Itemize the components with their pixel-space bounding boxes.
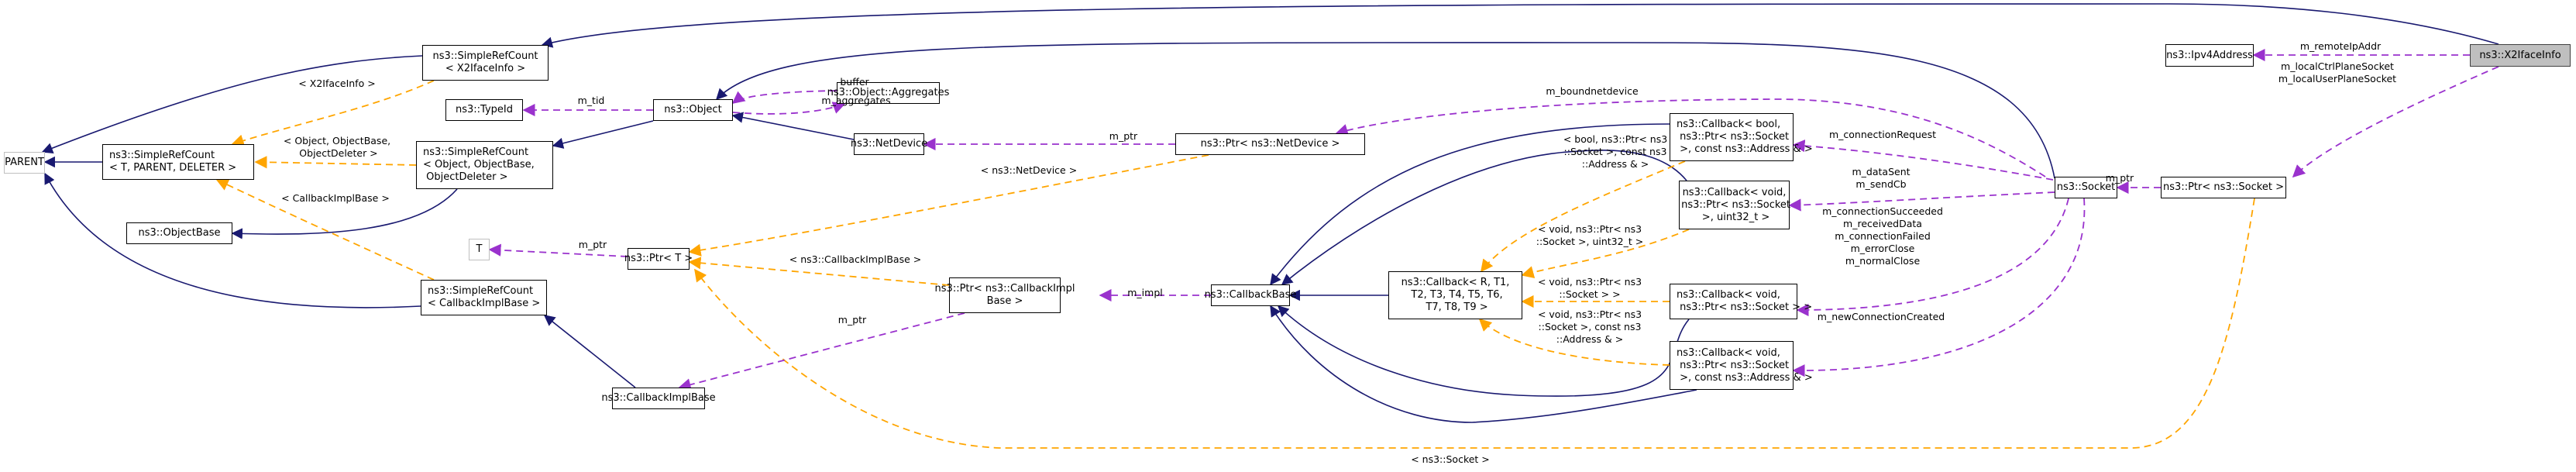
edge-label-socket-template: < ns3::Socket > [1411, 453, 1490, 465]
edge-object-to-aggregates [732, 102, 846, 115]
node-ipv4address[interactable]: ns3::Ipv4Address [2165, 44, 2254, 67]
edge-ptr_nd-to-ptr_t [688, 154, 1209, 257]
edge-src_x2-to-parent [41, 55, 423, 153]
edge-label-m-datasent: m_dataSent m_sendCb [1852, 166, 1911, 190]
node-object[interactable]: ns3::Object [653, 99, 733, 121]
edge-ptr_t-to-t [488, 243, 628, 257]
edge-ptr_cib-to-cib [678, 312, 965, 391]
node-callbackimplbase[interactable]: ns3::CallbackImplBase [601, 388, 716, 409]
edge-label-netdevice-m-ptr: m_ptr [1109, 130, 1138, 142]
edge-cb_addr-to-cb_tmpl [1478, 318, 1670, 366]
edge-label-callbackimplbase-template: < CallbackImplBase > [281, 192, 390, 204]
edge-socket-to-ptr_nd [1335, 98, 2046, 177]
edge-cb_bool-to-cb_tmpl [1481, 160, 1686, 273]
edge-socket-to-object [715, 42, 2055, 179]
edge-cib-to-src_cib [543, 315, 636, 388]
edge-ptr_sock-to-ptr_t [694, 198, 2255, 449]
edge-cb_bool-to-cbbase [1270, 123, 1670, 286]
edge-label-m-remoteipaddr: m_remoteIpAddr [2299, 40, 2382, 52]
edge-cb_addr-to-cbbase [1270, 305, 1697, 423]
edge-src_cib-to-parent [44, 172, 421, 308]
edge-src_cib-to-src_tpd [215, 178, 435, 281]
node-callback-void-socket-address[interactable]: ns3::Callback< void, ns3::Ptr< ns3::Sock… [1670, 341, 1813, 390]
edge-netdevice-to-object [731, 112, 855, 140]
node-callbackbase[interactable]: ns3::CallbackBase [1205, 284, 1296, 306]
edge-label-m-aggregates: m_aggregates [821, 95, 891, 106]
edge-label-netdevice-template: < ns3::NetDevice > [980, 164, 1078, 176]
node-ptr-callbackimplbase[interactable]: ns3::Ptr< ns3::CallbackImpl Base > [935, 277, 1075, 313]
edge-label-m-boundnetdevice: m_boundnetdevice [1546, 85, 1639, 97]
edge-cb_u32-to-cb_tmpl [1521, 229, 1690, 278]
edge-label-cb-u32-template: < void, ns3::Ptr< ns3 ::Socket >, uint32… [1536, 223, 1644, 247]
edge-x2-to-ptr_sock [2292, 66, 2499, 178]
node-object-aggregates[interactable]: ns3::Object::Aggregates [827, 82, 949, 104]
node-ptr-socket[interactable]: ns3::Ptr< ns3::Socket > [2161, 177, 2286, 198]
node-ptr-t[interactable]: ns3::Ptr< T > [624, 248, 693, 270]
node-objectbase[interactable]: ns3::ObjectBase [126, 222, 232, 244]
edge-aggregates-to-object [731, 90, 837, 104]
node-netdevice[interactable]: ns3::NetDevice [851, 133, 927, 155]
edge-label-object-template: < Object, ObjectBase, ObjectDeleter > [283, 135, 391, 159]
edge-label-x2ifaceinfo-template: < X2IfaceInfo > [298, 78, 376, 89]
edge-x2-to-src_x2 [541, 3, 2499, 48]
edge-label-cib-m-ptr: m_ptr [837, 314, 867, 326]
node-t[interactable]: T [469, 239, 490, 260]
edge-label-t-m-ptr: m_ptr [578, 239, 607, 250]
edge-src_obj-to-src_tpd [254, 156, 417, 169]
edge-src_obj-to-objectbase [231, 188, 458, 239]
edge-src_x2-to-src_tpd [231, 80, 435, 147]
edge-cb_u32-to-cbbase [1281, 149, 1687, 285]
edge-ptr_cib-to-ptr_t [688, 257, 950, 286]
node-simplerefcount-x2ifaceinfo[interactable]: ns3::SimpleRefCount < X2IfaceInfo > [422, 45, 549, 81]
node-simplerefcount-callbackimplbase[interactable]: ns3::SimpleRefCount < CallbackImplBase > [421, 280, 547, 315]
node-x2ifaceinfo[interactable]: ns3::X2IfaceInfo [2470, 44, 2571, 67]
edge-label-m-tid: m_tid [577, 95, 605, 106]
edge-label-m-local-sockets: m_localCtrlPlaneSocket m_localUserPlaneS… [2278, 60, 2397, 84]
node-callback-void-socket-uint32[interactable]: ns3::Callback< void, ns3::Ptr< ns3::Sock… [1679, 181, 1790, 229]
node-callback-template[interactable]: ns3::Callback< R, T1, T2, T3, T4, T5, T6… [1388, 271, 1522, 319]
edge-socket-to-cb_addr [1792, 198, 2086, 377]
edge-label-cb-sock-template: < void, ns3::Ptr< ns3 ::Socket > > [1537, 276, 1642, 300]
edge-label-m-connectionrequest: m_connectionRequest [1828, 129, 1937, 140]
edge-socket-to-cb_bool [1792, 140, 2054, 181]
node-ptr-netdevice[interactable]: ns3::Ptr< ns3::NetDevice > [1175, 133, 1365, 155]
node-socket[interactable]: ns3::Socket [2055, 177, 2117, 198]
edge-label-cb-addr-template: < void, ns3::Ptr< ns3 ::Socket >, const … [1537, 308, 1642, 345]
node-simplerefcount-object[interactable]: ns3::SimpleRefCount < Object, ObjectBase… [416, 141, 553, 189]
node-callback-void-socket[interactable]: ns3::Callback< void, ns3::Ptr< ns3::Sock… [1670, 284, 1812, 319]
edge-object-to-src_obj [552, 120, 654, 149]
edge-socket-to-cb_sock [1796, 198, 2069, 317]
edge-label-m-newconnectioncreated: m_newConnectionCreated [1817, 311, 1945, 322]
node-simplerefcount-t-parent-deleter[interactable]: ns3::SimpleRefCount < T, PARENT, DELETER… [102, 144, 254, 180]
edge-label-m-impl: m_impl [1127, 287, 1163, 298]
edge-label-socket-m-ptr: m_ptr [2105, 172, 2134, 184]
edge-label-m-connection-callbacks: m_connectionSucceeded m_receivedData m_c… [1822, 205, 1943, 267]
edge-socket-to-cb_u32 [1788, 191, 2055, 212]
node-parent[interactable]: PARENT [4, 152, 45, 174]
edge-label-callbackimplbase-ptr-template: < ns3::CallbackImplBase > [789, 253, 922, 265]
edge-label-buffer: buffer [840, 76, 869, 88]
node-typeid[interactable]: ns3::TypeId [445, 99, 523, 121]
node-callback-bool-socket-address[interactable]: ns3::Callback< bool, ns3::Ptr< ns3::Sock… [1670, 113, 1813, 161]
edge-label-cb-bool-template: < bool, ns3::Ptr< ns3 ::Socket >, const … [1563, 133, 1668, 170]
